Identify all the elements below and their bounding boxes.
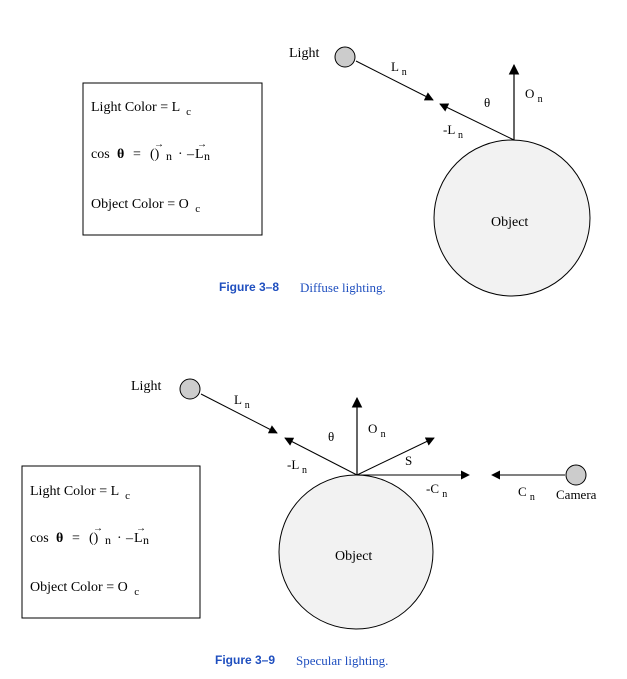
svg-text:O n: O n [525, 86, 543, 105]
vector-arrow-1: → [154, 139, 164, 150]
light-color-sub: c [186, 106, 191, 118]
svg-text:L n: L n [234, 392, 250, 411]
theta-bold: θ [56, 531, 63, 546]
svg-text:-L n: -L n [287, 457, 307, 476]
camera-label: Camera [556, 487, 597, 502]
vector-arrow-2: → [136, 523, 146, 534]
cos-label: cos [91, 147, 110, 162]
vector-arrow-1: → [93, 523, 103, 534]
n-sub: n [166, 149, 172, 163]
ln-arrow [200, 393, 278, 434]
paren: () [150, 147, 160, 162]
neg-ln-sub: n [302, 465, 307, 476]
n-sub: n [105, 533, 111, 547]
camera-icon [565, 464, 587, 486]
svg-text:Light Color = L c: Light Color = L c [91, 100, 191, 118]
object-color-text: Object Color = O [91, 197, 189, 212]
formula-box [21, 465, 201, 619]
theta-label: θ [328, 429, 334, 444]
on-sub: n [381, 429, 386, 440]
cos-formula: cos θ = () → n · – L → n [30, 523, 149, 547]
cos-label: cos [30, 531, 49, 546]
figure-caption: Specular lighting. [296, 653, 388, 668]
s-arrow [356, 437, 435, 476]
on-sub: n [538, 94, 543, 105]
ln-label: L [234, 392, 242, 407]
neg-cn-label: -C [426, 481, 439, 496]
cn-label: C [518, 484, 527, 499]
svg-text:Light Color = L c: Light Color = L c [30, 484, 130, 502]
object-sphere [278, 474, 434, 630]
object-color-sub: c [134, 586, 139, 598]
svg-text:Object Color = O c: Object Color = O c [30, 580, 139, 598]
light-source-icon [334, 46, 356, 68]
light-color-sub: c [125, 490, 130, 502]
light-source-icon [179, 378, 201, 400]
ln-sub: n [402, 67, 407, 78]
svg-text:-L n: -L n [443, 122, 463, 141]
svg-text:O n: O n [368, 421, 386, 440]
theta-bold: θ [117, 147, 124, 162]
figure-specular: Light Color = L c cos θ = () → n · – L →… [21, 378, 597, 668]
vector-arrow-2: → [197, 139, 207, 150]
dot-op: · [178, 147, 183, 162]
L-letter: L [134, 531, 143, 546]
svg-text:L n: L n [391, 59, 407, 78]
figure-caption: Diffuse lighting. [300, 280, 386, 295]
neg-ln-label: -L [287, 457, 299, 472]
ln-sub: n [245, 400, 250, 411]
equals-sign: = [133, 147, 141, 162]
neg-ln-label: -L [443, 122, 455, 137]
figure-diffuse: Light Color = L c cos θ = () → n · – L →… [82, 46, 591, 297]
light-color-text: Light Color = L [91, 100, 180, 115]
figure-number: Figure 3–9 [215, 653, 275, 667]
ln-label: L [391, 59, 399, 74]
theta-label: θ [484, 95, 490, 110]
s-label: S [405, 453, 412, 468]
light-label: Light [289, 46, 319, 61]
cn-sub: n [530, 492, 535, 503]
svg-text:-C n: -C n [426, 481, 447, 500]
Ln-sub: n [204, 149, 210, 163]
svg-text:C n: C n [518, 484, 535, 503]
object-label: Object [335, 549, 372, 564]
on-label: O [368, 421, 377, 436]
formula-box [82, 82, 263, 236]
object-color-text: Object Color = O [30, 580, 128, 595]
on-label: O [525, 86, 534, 101]
Ln-sub: n [143, 533, 149, 547]
object-color-sub: c [195, 203, 200, 215]
neg-ln-arrow [284, 437, 358, 476]
L-letter: L [195, 147, 204, 162]
object-sphere [433, 139, 591, 297]
minus-op: – [125, 531, 134, 546]
cos-formula: cos θ = () → n · – L → n [91, 139, 210, 163]
object-label: Object [491, 215, 528, 230]
equals-sign: = [72, 531, 80, 546]
neg-cn-sub: n [442, 489, 447, 500]
paren: () [89, 531, 99, 546]
minus-op: – [186, 147, 195, 162]
svg-text:Object Color = O c: Object Color = O c [91, 197, 200, 215]
neg-ln-arrow [439, 103, 515, 141]
ln-arrow [355, 60, 434, 101]
neg-ln-sub: n [458, 130, 463, 141]
light-label: Light [131, 379, 161, 394]
figure-number: Figure 3–8 [219, 280, 279, 294]
dot-op: · [117, 531, 122, 546]
light-color-text: Light Color = L [30, 484, 119, 499]
